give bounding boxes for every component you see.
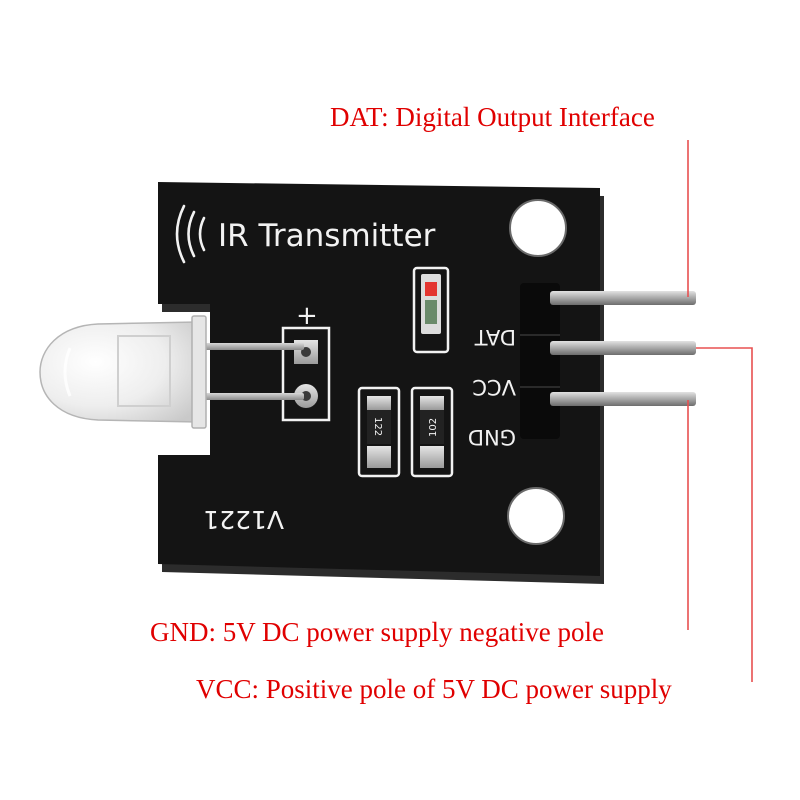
resistor-body-left xyxy=(367,410,391,444)
ir-led-flange xyxy=(191,315,207,429)
resistor-outline-right xyxy=(410,386,454,478)
resistor-outline-left xyxy=(357,386,401,478)
pcb-board xyxy=(158,182,600,576)
led-indicator xyxy=(425,282,437,296)
led-outline xyxy=(412,266,450,354)
leader-lines xyxy=(687,140,753,682)
resistor-code-left: 122 xyxy=(372,417,383,436)
pin-label-gnd: GND xyxy=(468,425,516,449)
dat-pin xyxy=(550,291,696,305)
pin-label-vcc-group: VCC xyxy=(472,375,516,399)
resistor-pad-top-right xyxy=(420,396,444,410)
ir-led-inner-anvil xyxy=(117,335,171,407)
led-lens xyxy=(425,300,437,324)
vcc-pin xyxy=(550,341,696,355)
ir-led-highlight xyxy=(63,347,72,397)
pin-label-dat: DAT xyxy=(474,325,516,349)
ir-led-lead-top xyxy=(200,343,304,350)
resistor-body-right xyxy=(420,410,444,444)
version-label: V1221 xyxy=(203,505,284,534)
vcc-leader-line xyxy=(696,347,753,682)
mounting-hole-bottom xyxy=(507,487,565,545)
plus-mark: + xyxy=(296,301,318,331)
square-pad-hole xyxy=(301,347,311,357)
resistor-code-right: 102 xyxy=(428,418,439,437)
ir-led-lead-bottom xyxy=(200,393,304,400)
led-footprint-outline xyxy=(281,326,331,422)
ir-waves-icon xyxy=(175,204,206,264)
resistor-pad-bottom-right xyxy=(420,446,444,468)
resistor-pad-bottom-left xyxy=(367,446,391,468)
pin-labels: DAT xyxy=(474,325,516,349)
vcc-callout: VCC: Positive pole of 5V DC power supply xyxy=(196,674,672,704)
gnd-pin xyxy=(550,392,696,406)
resistor-pad-top-left xyxy=(367,396,391,410)
pin-label-vcc: VCC xyxy=(472,375,516,399)
dat-callout: DAT: Digital Output Interface xyxy=(330,102,655,132)
mounting-hole-top xyxy=(509,199,567,257)
gnd-callout: GND: 5V DC power supply negative pole xyxy=(150,617,604,647)
pin-label-gnd-group: GND xyxy=(468,425,516,449)
pin-header-housing xyxy=(520,283,560,439)
board-title: IR Transmitter xyxy=(218,218,436,254)
